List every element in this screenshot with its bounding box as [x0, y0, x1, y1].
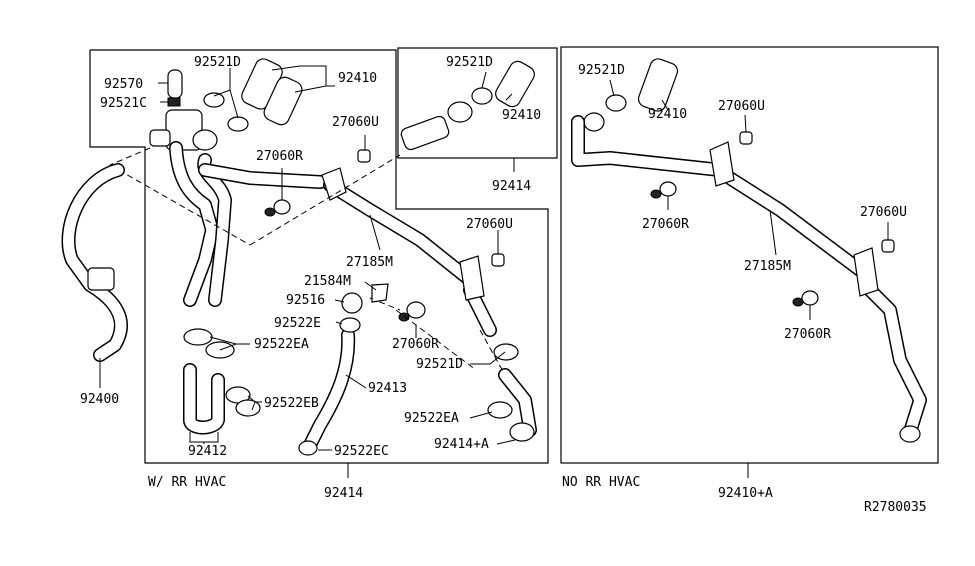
- cap-92570: [167, 69, 183, 99]
- label-92414-mid: 92414: [492, 179, 531, 194]
- section-label-left: W/ RR HVAC: [148, 475, 226, 490]
- fitting-92516: [341, 292, 363, 314]
- bolt-27060U-a: [357, 149, 371, 163]
- label-92570: 92570: [104, 77, 143, 92]
- inset-92414-parts: [400, 60, 535, 172]
- section-label-right: NO RR HVAC: [562, 475, 640, 490]
- leaders-right: [609, 79, 889, 478]
- hose-92410-lower: [263, 76, 303, 126]
- label-92413: 92413: [368, 381, 407, 396]
- leaders-top-left: [158, 65, 335, 119]
- right-bolt-27060U-b: [881, 239, 895, 253]
- left-top-assembly: [149, 58, 303, 151]
- label-92521D-a: 92521D: [194, 55, 241, 70]
- clip-92521C: [167, 97, 181, 107]
- clamp-92522EA-a: [183, 328, 213, 346]
- diagram-id: R2780035: [864, 500, 927, 515]
- label-27185M-b: 27185M: [744, 259, 791, 274]
- grommet-27060R-b: [406, 301, 426, 319]
- grommet-27060R-a: [273, 199, 291, 215]
- label-27060R-b: 27060R: [392, 337, 439, 352]
- right-bracket-upper: [709, 141, 735, 187]
- right-assembly-parts: [571, 58, 927, 443]
- inset-fitting: [400, 115, 450, 151]
- valve-outlet: [192, 129, 218, 151]
- label-92521D-b: 92521D: [416, 357, 463, 372]
- label-92521C: 92521C: [100, 96, 147, 111]
- nut-27060R-b: [398, 312, 410, 322]
- bracket-left-upper: [321, 167, 347, 201]
- label-92410-a: 92410: [338, 71, 377, 86]
- label-92410-c: 92410: [648, 107, 687, 122]
- label-92522EC: 92522EC: [334, 444, 389, 459]
- label-92414-bottom: 92414: [324, 486, 363, 501]
- bracket-left-lower: [459, 255, 485, 301]
- inset-hose-92410: [495, 60, 535, 108]
- label-92410A: 92410+A: [718, 486, 773, 501]
- label-92521D-c: 92521D: [446, 55, 493, 70]
- right-assembly-frame: [560, 46, 939, 464]
- label-group: 92570 92521C 92521D 92410 27060U 27060R …: [80, 55, 927, 515]
- label-27060U-a: 27060U: [332, 115, 379, 130]
- label-27060U-d: 27060U: [860, 205, 907, 220]
- right-hose-end: [899, 425, 921, 443]
- leaders-lower-left: [99, 135, 516, 478]
- lower-left-parts: [183, 283, 537, 456]
- frame-group: [89, 46, 939, 464]
- label-27060R-d: 27060R: [784, 327, 831, 342]
- label-92516: 92516: [286, 293, 325, 308]
- right-bolt-27060U-a: [739, 131, 753, 145]
- label-21584M: 21584M: [304, 274, 351, 289]
- right-coupler: [583, 112, 605, 132]
- clamp-92522E: [339, 317, 361, 333]
- label-92410-b: 92410: [502, 108, 541, 123]
- label-27060U-b: 27060U: [466, 217, 513, 232]
- right-grommet-27060R-a: [659, 181, 677, 197]
- bolt-27060U-b: [491, 253, 505, 267]
- label-92412: 92412: [188, 444, 227, 459]
- nut-27060R-a: [264, 207, 276, 217]
- clip-21584M: [371, 283, 389, 303]
- right-grommet-27060R-b: [801, 290, 819, 306]
- label-92522EA-b: 92522EA: [404, 411, 459, 426]
- label-92522EB: 92522EB: [264, 396, 319, 411]
- label-27060R-c: 27060R: [642, 217, 689, 232]
- valve-port: [149, 129, 171, 147]
- hose-end-92414A: [509, 422, 535, 442]
- clamp-92521D-b: [227, 116, 249, 132]
- label-92521D-d: 92521D: [578, 63, 625, 78]
- label-92522EA-a: 92522EA: [254, 337, 309, 352]
- right-bracket-lower: [853, 247, 879, 297]
- label-27060R-a: 27060R: [256, 149, 303, 164]
- right-clamp-92521D: [605, 94, 627, 112]
- clamp-92522EA-lower: [487, 401, 513, 419]
- inset-clamp-92521D: [471, 87, 493, 105]
- right-nut-27060R-b: [792, 297, 804, 307]
- inset-coupler: [447, 101, 473, 123]
- label-92522E: 92522E: [274, 316, 321, 331]
- left-assembly-frame: [89, 49, 549, 464]
- right-nut-27060R-a: [650, 189, 662, 199]
- clamp-92522EC: [298, 440, 318, 456]
- hose-92400-bracket: [87, 267, 115, 291]
- label-27060U-c: 27060U: [718, 99, 765, 114]
- left-hose-routing: [169, 141, 505, 337]
- label-27185M-a: 27185M: [346, 255, 393, 270]
- right-hose-92410: [637, 58, 679, 112]
- hose-92400: [61, 163, 128, 362]
- clamp-92521D-a: [203, 92, 225, 108]
- label-92400: 92400: [80, 392, 119, 407]
- inset-92414-frame: [397, 47, 558, 159]
- label-92414A: 92414+A: [434, 437, 489, 452]
